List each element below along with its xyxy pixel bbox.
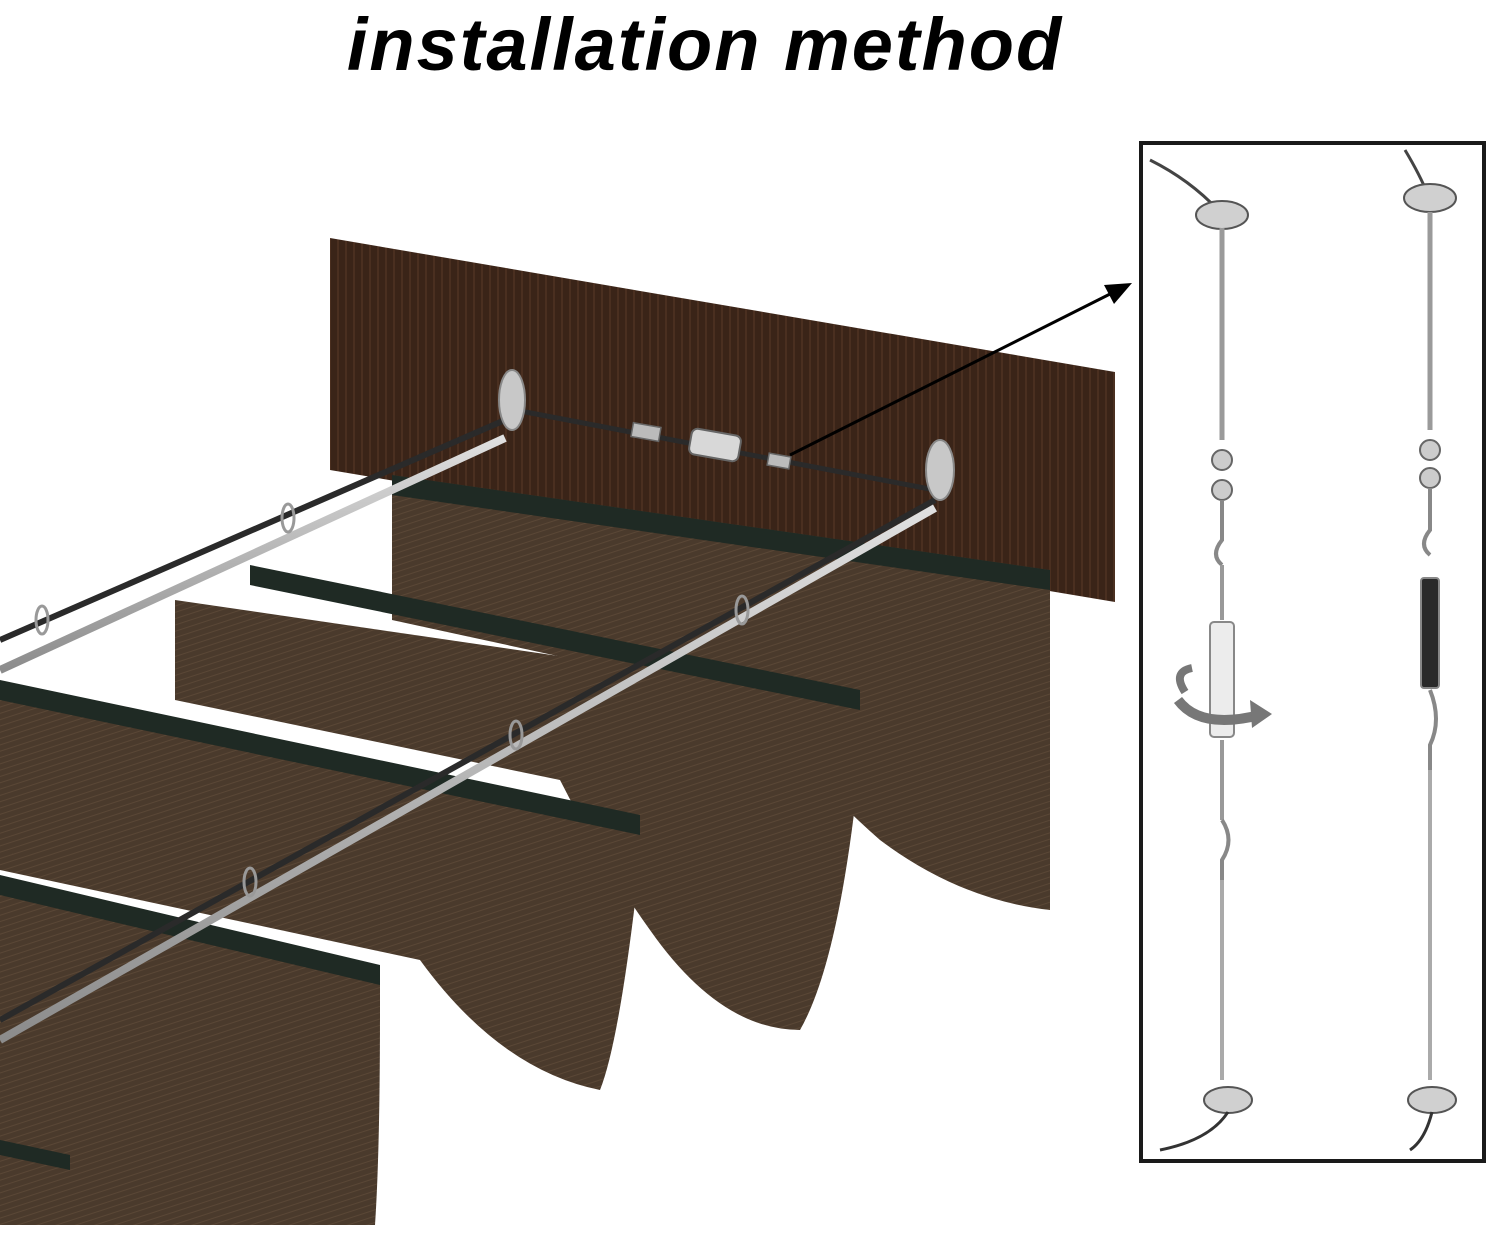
turnbuckle-icon: [630, 421, 792, 470]
detail-assembly-tightened: [1403, 149, 1457, 1152]
detail-inset: [1139, 141, 1486, 1163]
page-title: installation method: [346, 3, 1064, 86]
turnbuckle-icon: [1420, 577, 1440, 689]
pointer-arrow: [789, 283, 1132, 457]
fabric-panel-2: [175, 565, 860, 1030]
eye-plate-icon: [1403, 183, 1457, 213]
fabric-panel-3: [0, 680, 640, 1090]
fabric-panel-1: [392, 475, 1050, 910]
rotate-arrow-icon: [1173, 664, 1272, 728]
fabric-panel-5: [0, 1140, 70, 1225]
hanging-hooks: [34, 502, 750, 898]
wall-anchor-left: [498, 369, 526, 431]
detail-assembly-adjusting: [1149, 158, 1272, 1152]
wall-anchor-right: [925, 439, 955, 501]
eye-plate-icon: [1195, 200, 1249, 230]
